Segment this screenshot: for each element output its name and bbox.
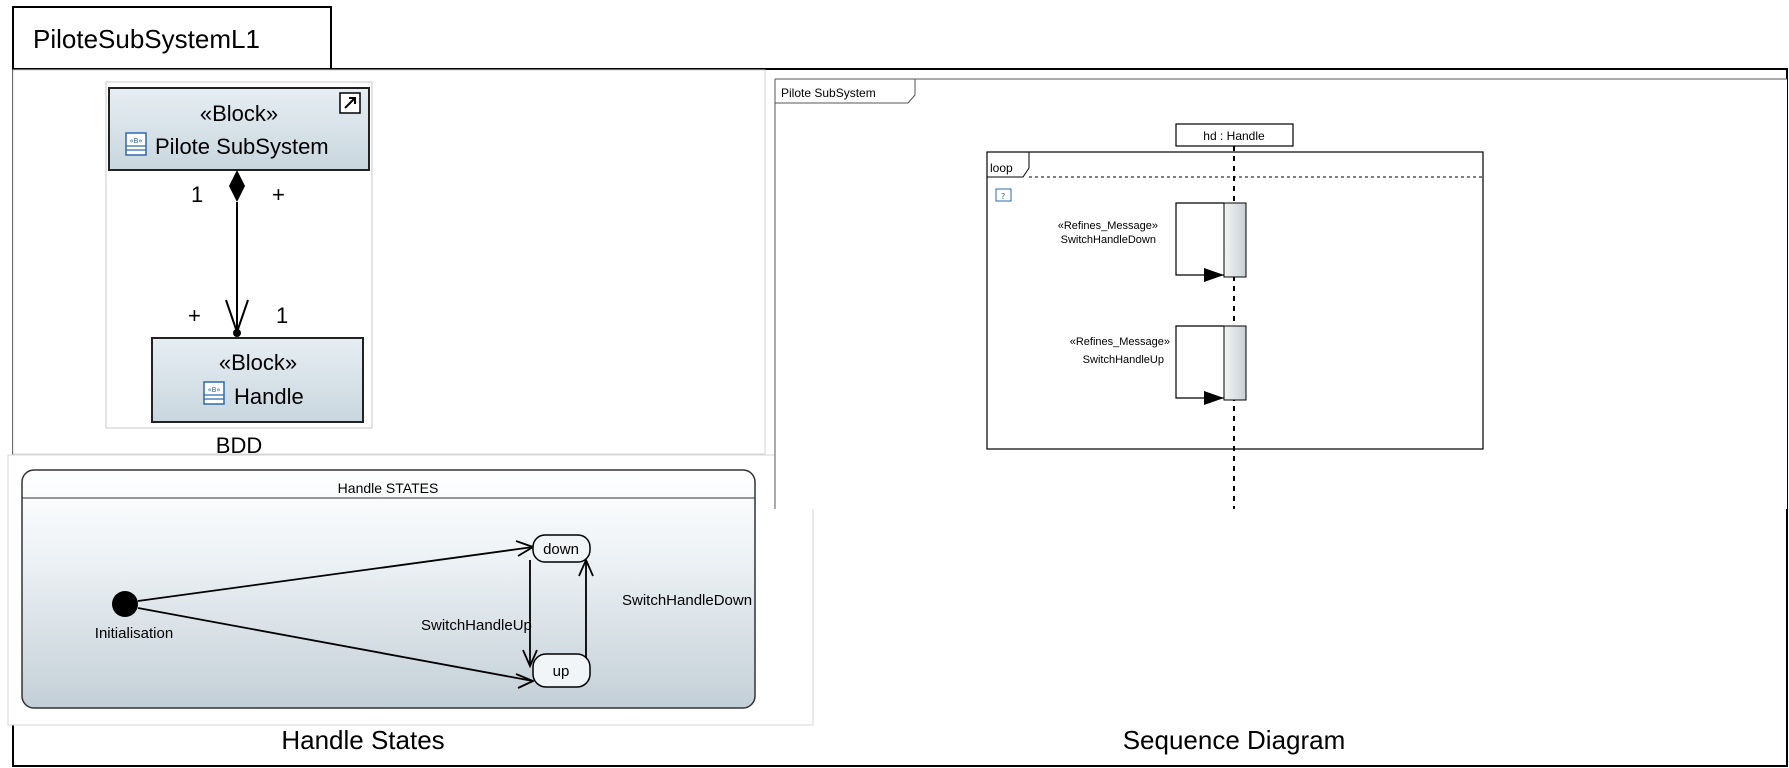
transition-label: SwitchHandleUp [421, 617, 532, 634]
guard-icon [995, 188, 1012, 202]
message-arrow-icon [1204, 268, 1224, 282]
state-machine-title: Handle STATES [338, 480, 439, 496]
navigate-arrow-icon[interactable] [339, 92, 361, 114]
state-down[interactable]: down [532, 534, 591, 563]
block-handle[interactable]: «Block» «B» Handle [151, 337, 364, 423]
block-name: Pilote SubSystem [155, 134, 329, 159]
state-label: down [543, 541, 579, 558]
state-machine-diagram: Handle STATES Initialisation down up Swi… [7, 454, 814, 755]
block-icon: «B» [125, 132, 147, 156]
block-name: Handle [234, 384, 304, 409]
composition-association[interactable]: 1 + + 1 [188, 170, 288, 337]
block-stereotype: «Block» [200, 101, 278, 126]
frame-tab [775, 78, 916, 104]
composite-diamond-icon [229, 170, 245, 202]
bdd-diagram: «Block» «B» Pilote SubSystem 1 + + 1 [12, 69, 766, 458]
initial-label: Initialisation [95, 625, 173, 642]
frame-title: Pilote SubSystem [781, 86, 876, 100]
state-up[interactable]: up [532, 653, 591, 688]
sequence-diagram: Pilote SubSystem hd : Handle loop ? «Ref… [774, 78, 1787, 755]
message-name: SwitchHandleUp [1083, 354, 1164, 366]
message-arrow-icon [1204, 391, 1224, 405]
fragment-operator: loop [990, 161, 1013, 175]
initial-pseudostate[interactable] [112, 591, 138, 617]
transition-label: SwitchHandleDown [622, 592, 752, 609]
svg-text:«B»: «B» [207, 386, 220, 394]
block-stereotype: «Block» [219, 350, 297, 375]
bottom-multiplicity: 1 [276, 303, 288, 328]
message-switchhandledown[interactable]: «Refines_Message» SwitchHandleDown [1058, 202, 1247, 282]
sequence-caption: Sequence Diagram [1123, 725, 1346, 755]
state-machine-frame [21, 469, 756, 709]
top-visibility: + [272, 182, 285, 207]
top-multiplicity: 1 [191, 182, 203, 207]
state-caption: Handle States [281, 725, 444, 755]
block-pilote-subsystem[interactable]: «Block» «B» Pilote SubSystem [108, 87, 370, 171]
block-icon: «B» [203, 381, 225, 405]
lifeline-label: hd : Handle [1203, 129, 1265, 143]
message-stereotype: «Refines_Message» [1070, 336, 1170, 348]
svg-text:?: ? [1001, 192, 1005, 201]
bottom-visibility: + [188, 303, 201, 328]
message-switchhandleup[interactable]: «Refines_Message» SwitchHandleUp [1070, 325, 1247, 405]
message-stereotype: «Refines_Message» [1058, 220, 1158, 232]
state-label: up [553, 663, 570, 680]
bdd-caption: BDD [216, 433, 262, 458]
message-name: SwitchHandleDown [1061, 234, 1156, 246]
package-title: PiloteSubSystemL1 [33, 24, 260, 54]
loop-fragment[interactable]: loop ? [986, 151, 1484, 450]
svg-text:«B»: «B» [129, 137, 142, 145]
